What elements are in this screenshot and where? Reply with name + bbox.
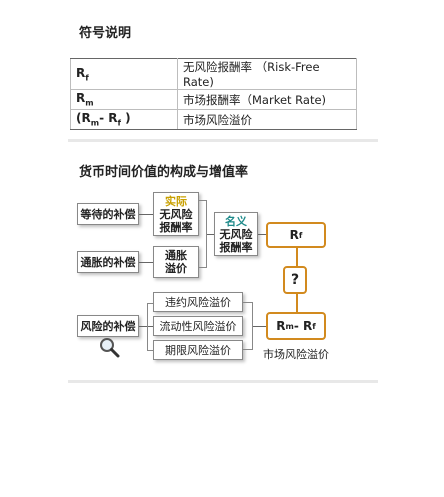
connector	[207, 234, 214, 235]
desc-cell: 无风险报酬率 （Risk-Free Rate)	[177, 58, 357, 90]
section-title-composition: 货币时间价值的构成与增值率	[79, 165, 249, 180]
table-row: (Rm- Rf ) 市场风险溢价	[70, 109, 357, 130]
symbol-cell: Rf	[70, 58, 178, 90]
real-rate-line1: 无风险	[159, 207, 193, 221]
divider	[68, 139, 378, 142]
market-risk-premium-label: 市场风险溢价	[263, 348, 329, 361]
connector	[296, 248, 298, 266]
bracket	[147, 303, 153, 351]
real-rate-line2: 报酬率	[159, 220, 193, 234]
desc-cell: 市场风险溢价	[177, 109, 357, 130]
symbol-cell: (Rm- Rf )	[70, 109, 178, 130]
risk-compensation-box: 风险的补偿	[77, 315, 139, 337]
inflation-compensation-box: 通胀的补偿	[77, 251, 139, 273]
default-risk-premium-box: 违约风险溢价	[153, 292, 243, 312]
connector	[139, 326, 153, 327]
desc-cell: 市场报酬率（Market Rate)	[177, 89, 357, 110]
table-row: Rf 无风险报酬率 （Risk-Free Rate)	[70, 58, 357, 90]
connector	[258, 234, 266, 235]
connector	[296, 294, 298, 312]
section-title-symbols: 符号说明	[79, 26, 132, 41]
inflation-premium-line1: 通胀	[165, 249, 187, 262]
real-risk-free-rate-box: 实际 无风险 报酬率	[153, 192, 199, 236]
nominal-rate-line2: 报酬率	[219, 240, 253, 254]
magnifier-icon	[98, 336, 122, 358]
maturity-risk-premium-box: 期限风险溢价	[153, 340, 243, 360]
inflation-premium-line2: 溢价	[165, 262, 187, 275]
symbol-table: Rf 无风险报酬率 （Risk-Free Rate) Rm 市场报酬率（Mark…	[70, 58, 357, 130]
bracket	[243, 302, 253, 350]
nominal-risk-free-rate-box: 名义 无风险 报酬率	[214, 212, 258, 256]
nominal-label: 名义	[225, 214, 247, 228]
wait-compensation-box: 等待的补偿	[77, 203, 139, 225]
question-box: ?	[283, 266, 307, 294]
real-label: 实际	[165, 194, 187, 208]
connector	[253, 326, 266, 327]
connector	[139, 214, 153, 215]
connector	[139, 262, 153, 263]
nominal-rate-line1: 无风险	[219, 227, 253, 241]
table-row: Rm 市场报酬率（Market Rate)	[70, 89, 357, 110]
liquidity-risk-premium-box: 流动性风险溢价	[153, 316, 243, 336]
divider	[68, 380, 378, 383]
bracket	[199, 200, 207, 268]
inflation-premium-box: 通胀 溢价	[153, 246, 199, 278]
symbol-cell: Rm	[70, 89, 178, 110]
